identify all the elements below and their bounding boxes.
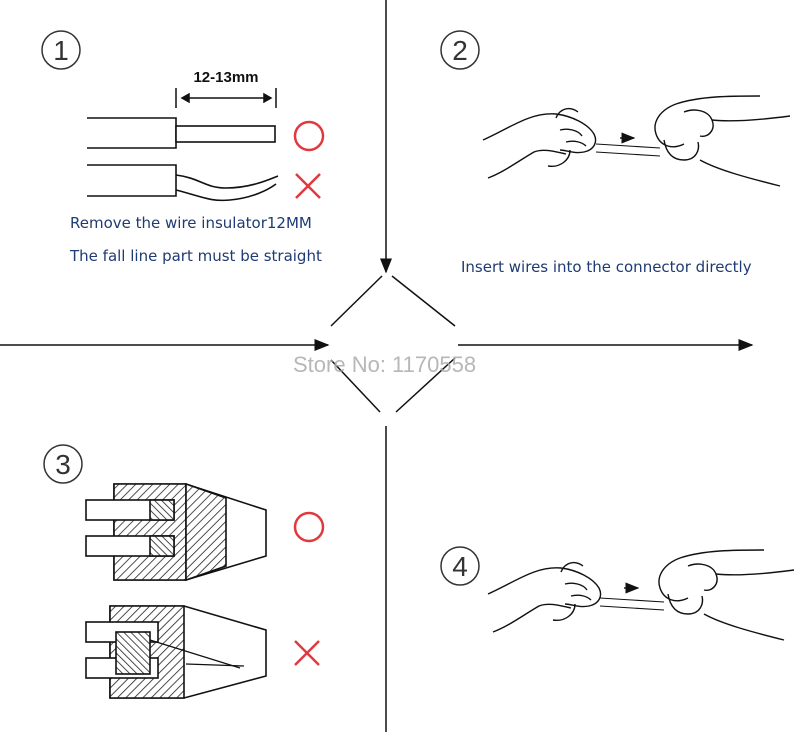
correct-circle-mark	[293, 511, 325, 543]
connector-correct-insertion	[85, 482, 267, 582]
wrong-x-mark	[294, 640, 320, 666]
step-1-caption-line-2: The fall line part must be straight	[70, 247, 322, 265]
store-watermark: Store No: 1170558	[293, 352, 477, 377]
diamond-edge	[391, 275, 456, 327]
svg-text:1: 1	[53, 35, 69, 66]
step-2-caption: Insert wires into the connector directly	[461, 258, 752, 276]
step-1-number: 1	[41, 30, 81, 70]
svg-text:2: 2	[452, 35, 468, 66]
dimension-indicator	[175, 88, 277, 108]
hands-inserting-wire-illustration-bottom	[487, 549, 795, 641]
stripped-wire-straight	[87, 117, 276, 149]
connector-wrong-insertion	[85, 605, 267, 699]
hands-inserting-wire-illustration-top	[482, 95, 791, 187]
diamond-edge	[330, 275, 383, 327]
stripped-wire-bent	[87, 164, 279, 202]
quadrant-dividers	[0, 0, 754, 732]
correct-circle-mark	[293, 120, 325, 152]
diamond-edge	[395, 357, 456, 413]
svg-text:4: 4	[452, 551, 468, 582]
step-3-number: 3	[43, 444, 83, 484]
wrong-x-mark	[295, 173, 321, 199]
step-1-caption-line-1: Remove the wire insulator12MM	[70, 214, 312, 232]
step-4-number: 4	[440, 546, 480, 586]
step-2-number: 2	[440, 30, 480, 70]
dimension-label: 12-13mm	[193, 69, 258, 86]
svg-text:3: 3	[55, 449, 71, 480]
diamond-edge	[330, 359, 381, 413]
